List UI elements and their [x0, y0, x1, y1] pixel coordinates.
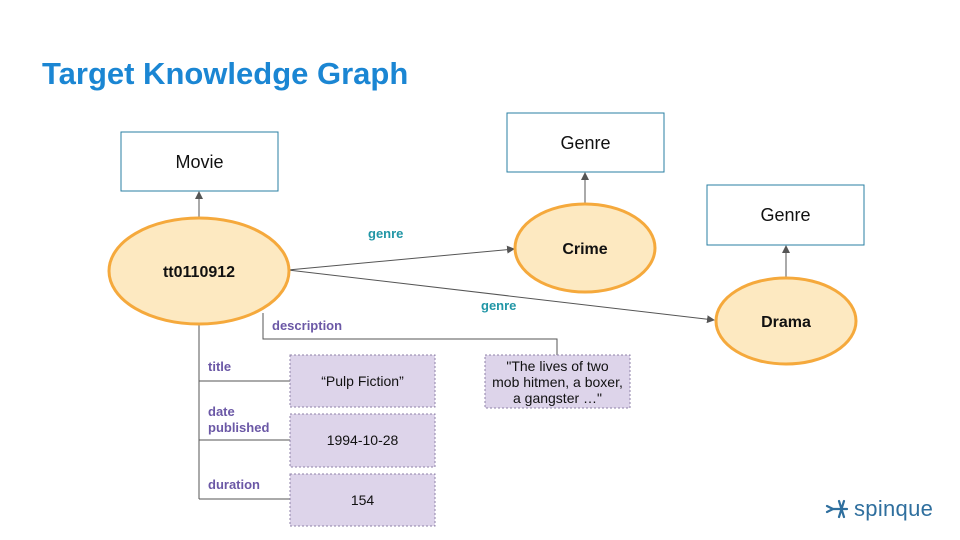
edge-label-genre-crime: genre	[368, 226, 403, 241]
node-drama-label: Drama	[761, 314, 811, 331]
edge-genre-crime	[287, 245, 515, 271]
literal-title-text: “Pulp Fiction”	[321, 373, 404, 389]
node-movie: tt0110912	[107, 216, 291, 326]
edge-label-description: description	[272, 318, 342, 333]
node-movie-label: tt0110912	[163, 264, 235, 281]
node-drama: Drama	[714, 276, 858, 366]
literal-description-line2: mob hitmen, a boxer,	[492, 374, 623, 390]
edge-label-duration: duration	[208, 477, 260, 492]
spinque-logo: spinque	[824, 496, 933, 522]
spinque-logo-icon	[825, 499, 849, 519]
class-label-genre-drama: Genre	[760, 205, 810, 225]
edge-label-genre-drama: genre	[481, 298, 516, 313]
class-label-genre-crime: Genre	[560, 133, 610, 153]
slide-title: Target Knowledge Graph	[42, 56, 409, 91]
literal-date-published: 1994-10-28	[289, 413, 436, 468]
edge-label-title: title	[208, 359, 231, 374]
literal-duration: 154	[289, 473, 436, 527]
edge-label-date-published-line2: published	[208, 420, 269, 435]
literal-description: "The lives of two mob hitmen, a boxer, a…	[484, 354, 631, 409]
class-box-genre-crime: Genre	[506, 112, 665, 173]
edge-genre-drama	[287, 269, 715, 324]
node-crime-label: Crime	[562, 241, 607, 258]
class-label-movie: Movie	[175, 152, 223, 172]
literal-date-text: 1994-10-28	[327, 432, 399, 448]
class-box-genre-drama: Genre	[706, 184, 865, 246]
edge-description	[262, 313, 558, 355]
spinque-logo-text: spinque	[854, 496, 934, 521]
literal-title: “Pulp Fiction”	[289, 354, 436, 408]
class-box-movie: Movie	[120, 131, 279, 192]
literal-duration-text: 154	[351, 492, 375, 508]
node-crime: Crime	[513, 202, 657, 294]
literal-description-line1: "The lives of two	[506, 358, 608, 374]
edge-label-date-published-line1: date	[208, 404, 235, 419]
literal-description-line3: a gangster …"	[513, 390, 602, 406]
